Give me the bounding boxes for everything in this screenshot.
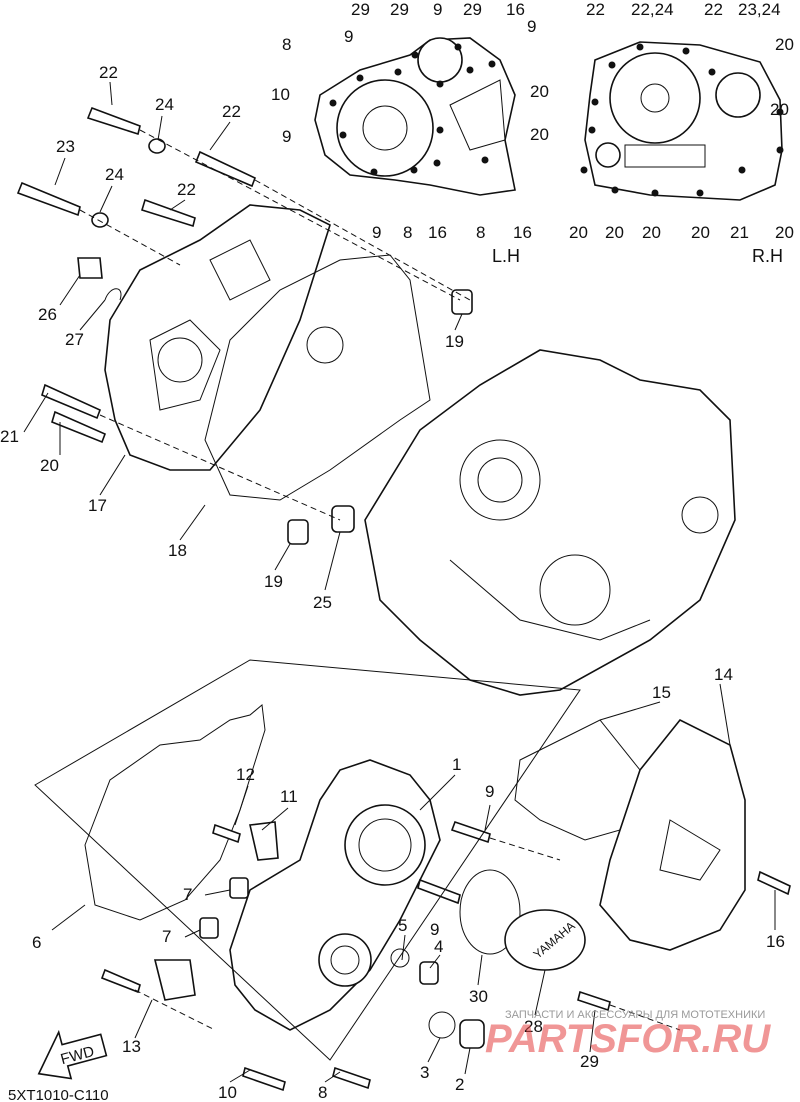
generator-cover — [229, 759, 441, 1031]
callout-up-17: 17 — [88, 496, 107, 515]
callout-rh-20d: 20 — [569, 223, 588, 242]
callout-lo-15: 15 — [652, 683, 671, 702]
left-cover-gasket — [204, 254, 431, 501]
callout-rh-20g: 20 — [691, 223, 710, 242]
callout-lo-10: 10 — [218, 1083, 237, 1102]
callout-up-22b: 22 — [222, 102, 241, 121]
rh-case-inset — [580, 41, 784, 201]
callout-lo-5: 5 — [398, 916, 407, 935]
callout-lo-9a: 9 — [485, 782, 494, 801]
callout-up-21: 21 — [0, 427, 19, 446]
callout-lo-2: 2 — [455, 1075, 464, 1094]
callout-up-27: 27 — [65, 330, 84, 349]
callout-lo-4: 4 — [434, 937, 443, 956]
sprocket-cover-plate — [514, 719, 641, 841]
callout-rh-20e: 20 — [605, 223, 624, 242]
callout-lo-14: 14 — [714, 665, 733, 684]
callout-lo-9b: 9 — [430, 920, 439, 939]
callout-lo-29: 29 — [580, 1052, 599, 1071]
callout-lo-16: 16 — [766, 932, 785, 951]
callout-up-19a: 19 — [445, 332, 464, 351]
lh-case-inset — [314, 37, 516, 196]
callout-up-25: 25 — [313, 593, 332, 612]
callout-up-18: 18 — [168, 541, 187, 560]
callout-lh-8a: 8 — [282, 35, 291, 54]
callout-lo-7b: 7 — [162, 927, 171, 946]
callout-lo-3: 3 — [420, 1063, 429, 1082]
callout-lh-9a: 9 — [433, 0, 442, 19]
callout-rh-22-24a: 22,24 — [631, 0, 674, 19]
callout-up-26: 26 — [38, 305, 57, 324]
callout-lh-10: 10 — [271, 85, 290, 104]
callout-lh-16a: 16 — [506, 0, 525, 19]
callout-lh-29c: 29 — [463, 0, 482, 19]
rh-label: R.H — [752, 246, 783, 266]
fwd-arrow: FWD — [37, 1029, 108, 1080]
callout-lo-12: 12 — [236, 765, 255, 784]
callout-lh-29a: 29 — [351, 0, 370, 19]
callout-up-24b: 24 — [105, 165, 124, 184]
lower-small-parts — [100, 820, 791, 1092]
leader-lines — [23, 81, 776, 1083]
callout-rh-20b: 20 — [530, 82, 549, 101]
callout-lh-9d: 9 — [282, 127, 291, 146]
alignment-lines — [34, 129, 681, 1061]
callout-lo-28: 28 — [524, 1017, 543, 1036]
callout-rh-20h: 20 — [775, 223, 794, 242]
callout-rh-20i: 20 — [770, 100, 789, 119]
callout-lh-9e: 9 — [372, 223, 381, 242]
callout-lh-29b: 29 — [390, 0, 409, 19]
watermark-tagline: ЗАПЧАСТИ И АКСЕССУАРЫ ДЛЯ МОТОТЕХНИКИ — [505, 1009, 765, 1021]
callout-up-23: 23 — [56, 137, 75, 156]
lower-callouts: 1 9 15 14 12 11 7 7 6 13 5 4 9 30 28 29 … — [32, 665, 785, 1102]
sprocket-cover — [599, 718, 746, 951]
lh-label: L.H — [492, 246, 520, 266]
callout-up-19b: 19 — [264, 572, 283, 591]
callout-rh-22b: 22 — [704, 0, 723, 19]
callout-lo-30: 30 — [469, 987, 488, 1006]
callout-lo-6: 6 — [32, 933, 41, 952]
crankcase-block — [364, 349, 736, 696]
rh-callouts: 22 22,24 22 23,24 20 20 20 20 20 20 20 2… — [530, 0, 794, 266]
callout-lh-8b: 8 — [403, 223, 412, 242]
callout-rh-20f: 20 — [642, 223, 661, 242]
callout-lh-9c: 9 — [527, 17, 536, 36]
callout-up-22a: 22 — [99, 63, 118, 82]
lh-callouts: 29 29 9 29 16 8 9 9 10 9 9 8 16 8 16 L.H — [271, 0, 536, 266]
callout-rh-23-24: 23,24 — [738, 0, 781, 19]
callout-lo-11: 11 — [280, 787, 298, 806]
watermark-site: PARTSFOR.RU — [485, 1017, 771, 1061]
lower-cover-gasket — [84, 704, 266, 921]
callout-rh-22a: 22 — [586, 0, 605, 19]
callout-lh-16c: 16 — [513, 223, 532, 242]
upper-callouts: 22 24 22 23 24 22 26 27 21 20 17 18 19 1… — [0, 63, 464, 612]
callout-lh-16b: 16 — [428, 223, 447, 242]
callout-lo-7a: 7 — [183, 885, 192, 904]
watermark: ЗАПЧАСТИ И АКСЕССУАРЫ ДЛЯ МОТОТЕХНИКИ PA… — [485, 1009, 771, 1061]
upper-bolts — [16, 106, 473, 545]
callout-lo-8: 8 — [318, 1083, 327, 1102]
callout-rh-21: 21 — [730, 223, 749, 242]
callout-up-22c: 22 — [177, 180, 196, 199]
left-crankcase-cover — [104, 204, 331, 471]
callout-lh-9b: 9 — [344, 27, 353, 46]
callout-lh-8c: 8 — [476, 223, 485, 242]
callout-up-20: 20 — [40, 456, 59, 475]
callout-lo-13: 13 — [122, 1037, 141, 1056]
callout-up-24a: 24 — [155, 95, 174, 114]
callout-rh-20c: 20 — [530, 125, 549, 144]
diagram-code: 5XT1010-C110 — [8, 1087, 109, 1102]
callout-lo-1: 1 — [452, 755, 461, 774]
callout-rh-20a: 20 — [775, 35, 794, 54]
